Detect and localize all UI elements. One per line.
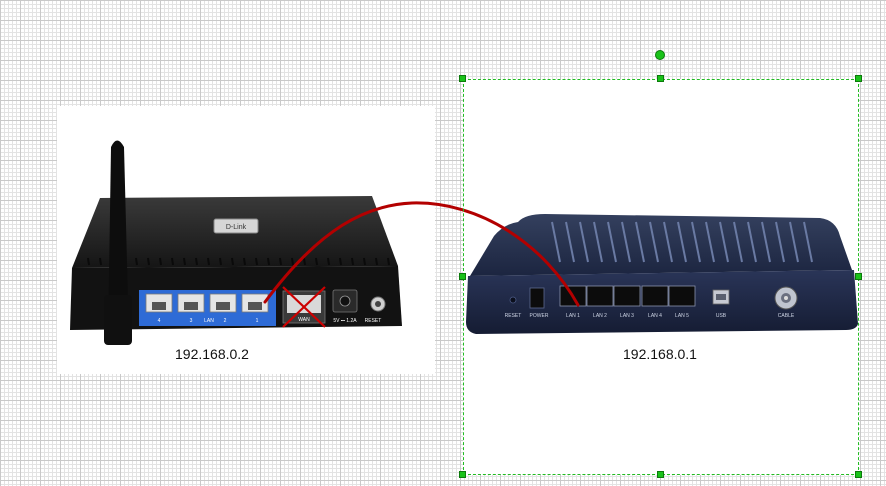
lan-port-1-label: 1 [256,318,259,324]
lan-port-2-label: 2 [224,318,227,324]
dlink-logo-text: D-Link [226,224,247,231]
connection-cable[interactable] [263,201,580,307]
resize-handle-top-left[interactable] [459,75,466,82]
lan-port-4-label: 4 [158,318,161,324]
modem-lan2-label: LAN 2 [593,313,607,319]
usb-label: USB [716,313,727,319]
resize-handle-middle-left[interactable] [459,273,466,280]
modem-power-label: POWER [530,313,549,319]
resize-handle-middle-right[interactable] [855,273,862,280]
modem-lan-3 [613,285,641,307]
modem-reset-label: RESET [505,313,522,319]
modem-lan-5 [668,285,696,307]
blocked-port-x-mark [282,286,326,328]
resize-handle-bottom-center[interactable] [657,471,664,478]
ip-label-left: 192.168.0.2 [175,346,249,362]
reset-label: RESET [365,318,382,324]
cable-label: CABLE [778,313,795,319]
resize-handle-top-center[interactable] [657,75,664,82]
antenna [108,140,129,343]
ip-label-right: 192.168.0.1 [623,346,697,362]
lan-group-label: LAN [204,318,214,324]
resize-handle-bottom-left[interactable] [459,471,466,478]
dlink-router[interactable]: D-Link 4 3 LAN 2 1 WAN 5V ⎓ 1.2A [70,140,402,346]
resize-handle-bottom-right[interactable] [855,471,862,478]
modem-ribs [551,221,813,263]
modem-lan-4 [641,285,669,307]
rotation-handle[interactable] [655,50,665,60]
modem-lan4-label: LAN 4 [648,313,662,319]
resize-handle-top-right[interactable] [855,75,862,82]
antenna-base [104,295,132,345]
modem-reset [509,296,517,304]
modem-lan3-label: LAN 3 [620,313,634,319]
power-label: 5V ⎓ 1.2A [333,318,357,324]
wan-label: WAN [298,317,310,323]
modem-power-jack [529,287,545,309]
modem-lan1-label: LAN 1 [566,313,580,319]
modem-lan-ports [559,285,696,307]
cable-modem[interactable]: RESET POWER LAN 1 LAN 2 LAN 3 LAN 4 LAN … [466,214,858,334]
selection-frame [463,79,859,475]
lan-port-3-label: 3 [190,318,193,324]
modem-lan-2 [586,285,614,307]
wan-port-socket [287,295,321,313]
dlink-logo [213,218,259,234]
modem-lan5-label: LAN 5 [675,313,689,319]
